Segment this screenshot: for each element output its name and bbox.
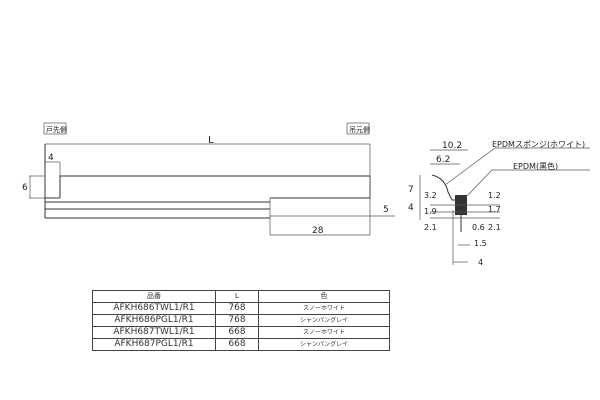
dim-h-c: 2.1 xyxy=(424,223,437,232)
cell-part: AFKH686TWL1/R1 xyxy=(92,302,216,315)
cell-part: AFKH687TWL1/R1 xyxy=(92,326,216,339)
cell-part: AFKH687PGL1/R1 xyxy=(92,338,216,351)
header-color: 色 xyxy=(258,290,390,303)
left-height-dim: 6 xyxy=(22,183,28,193)
right-label-box xyxy=(346,122,370,135)
left-label: 戸先側 xyxy=(46,125,67,134)
upper-profile xyxy=(59,175,371,199)
sponge-leader xyxy=(444,147,590,186)
sponge-material-label: EPDMスポンジ(ホワイト) xyxy=(492,140,585,149)
solid-material-label: EPDM(黒色) xyxy=(513,161,558,171)
left-offset-dim: 4 xyxy=(48,153,54,163)
dim-r-b: 1.7 xyxy=(488,205,501,214)
dim-h-left: 4 xyxy=(408,203,414,213)
cell-length: 668 xyxy=(215,338,259,351)
right-step-dim: 28 xyxy=(312,226,324,236)
header-length: L xyxy=(215,290,259,303)
cell-length: 768 xyxy=(215,314,259,327)
sponge-fin xyxy=(431,174,465,201)
dim-h-total: 7 xyxy=(408,185,414,195)
cell-length: 768 xyxy=(215,302,259,315)
table-header: 品番 L 色 xyxy=(92,290,390,303)
cell-length: 668 xyxy=(215,326,259,339)
right-label: 吊元側 xyxy=(349,125,370,134)
cell-color: スノーホワイト xyxy=(258,302,390,315)
cell-part: AFKH686PGL1/R1 xyxy=(92,314,216,327)
dim-r-c: 2.1 xyxy=(488,223,501,232)
dim-b-c: 4 xyxy=(478,258,483,267)
header-part-number: 品番 xyxy=(92,290,216,303)
cell-color: スノーホワイト xyxy=(258,326,390,339)
cell-color: シャンパングレイ xyxy=(258,314,390,327)
dim-h-b: 1.9 xyxy=(424,207,437,216)
dim-h-a: 3.2 xyxy=(424,191,437,200)
side-view: 戸先側 吊元側 L 4 6 5 28 xyxy=(22,122,395,236)
dim-b-b: 1.5 xyxy=(474,239,487,248)
right-height-dim: 5 xyxy=(383,205,389,215)
dim-w-inner: 6.2 xyxy=(436,155,450,165)
length-dim: L xyxy=(208,135,214,146)
left-label-box xyxy=(43,122,67,135)
section-view: 10.2 6.2 7 4 3.2 1.9 2.1 1.2 1.7 2.1 0.6… xyxy=(408,140,590,267)
cell-color: シャンパングレイ xyxy=(258,338,390,351)
dim-r-a: 1.2 xyxy=(488,191,501,200)
dim-w-top: 10.2 xyxy=(442,141,462,151)
solid-leader xyxy=(464,169,590,199)
dim-b-a: 0.6 xyxy=(472,223,485,232)
